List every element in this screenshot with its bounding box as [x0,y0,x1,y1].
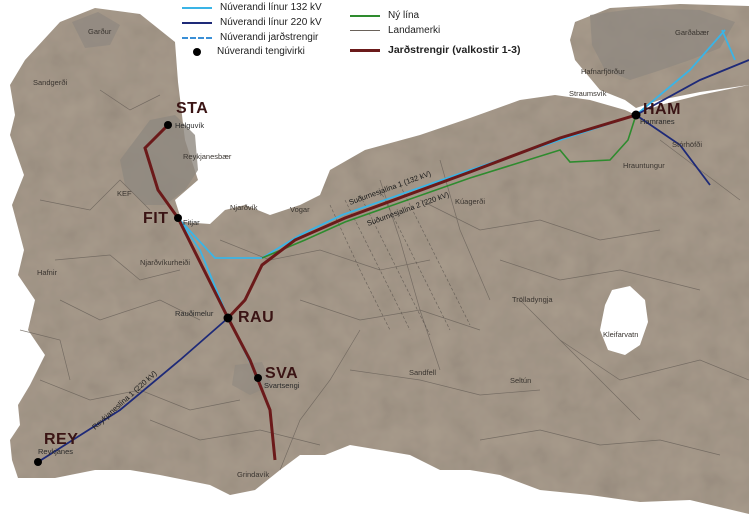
legend-swatch-cable [182,36,212,39]
legend-swatch-220kv [182,21,212,24]
legend-swatch-132kv [182,6,212,9]
station-code-sta: STA [176,100,209,117]
place-hrauntungur: Hrauntungur [623,161,665,170]
legend-item-cable: Núverandi jarðstrengir [182,32,318,43]
place-gardur: Garður [88,27,112,36]
place-njardvikurheidi: Njarðvíkurheiði [140,258,191,267]
cable-options [143,113,637,461]
place-hafnarfjordur: Hafnarfjörður [581,67,625,76]
place-grindavik: Grindavík [237,470,270,479]
cable-grindavik [226,317,277,461]
legend-swatch-newline [350,14,380,17]
land-mass [10,8,749,514]
line-gardabaer-132 [721,29,736,61]
cable-sta-fit-rau [143,123,230,319]
place-gardabaer: Garðabær [675,28,710,37]
legend-item-220kv: Núverandi línur 220 kV [182,17,322,28]
station-name-sta: Helguvík [175,121,205,130]
lines-220kv [37,59,749,463]
substation-ham [631,110,641,120]
legend-item-substation: Núverandi tengivirki [182,46,305,57]
legend-label-substation: Núverandi tengivirki [217,46,305,57]
cable-rau-ham [226,113,637,320]
station-name-ham: Hamranes [640,117,675,126]
built-up-capital [590,8,735,80]
substation-sta [164,121,172,129]
built-up-keflavik [120,115,198,205]
station-name-sva: Svartsengi [264,381,300,390]
station-code-rey: REY [44,431,79,448]
legend-label-cable-options: Jarðstrengir (valkostir 1-3) [388,44,521,56]
line-ham-north-132 [635,29,726,116]
legend-label-220kv: Núverandi línur 220 kV [220,17,322,28]
place-kleifarvatn: Kleifarvatn [603,330,639,339]
place-njardvik: Njarðvík [230,203,258,212]
station-code-ham: HAM [643,101,681,118]
substation-rau [223,313,233,323]
line-ham-east-220 [635,114,711,186]
line-rey-rau-220 [37,317,229,463]
place-seltun: Seltún [510,376,532,385]
place-straumsvik: Straumsvík [569,89,607,98]
line-ham-north-220 [635,59,749,116]
legend-swatch-substation [193,47,201,56]
place-trolladyngja: Trölladyngja [512,295,553,304]
place-hafnir: Hafnir [37,268,58,277]
place-reykjanesbaer: Reykjanesbær [183,152,232,161]
substation-sva [254,374,262,382]
station-name-rau: Rauðimelur [175,309,214,318]
legend-item-cable-options: Jarðstrengir (valkostir 1-3) [350,44,520,56]
legend-item-132kv: Núverandi línur 132 kV [182,2,322,13]
place-kef: KEF [117,189,132,198]
legend-item-newline: Ný lína [350,10,419,21]
substations [34,110,641,466]
substation-fit [174,214,182,222]
legend-label-132kv: Núverandi línur 132 kV [220,2,322,13]
legend: Núverandi línur 132 kV Núverandi línur 2… [160,0,560,80]
station-code-fit: FIT [143,210,169,227]
substation-rey [34,458,42,466]
place-kuagerdi: Kúagerði [455,197,486,206]
station-name-rey: Reykjanes [38,447,74,456]
station-code-sva: SVA [265,365,299,382]
place-sandgerdi: Sandgerði [33,78,68,87]
station-code-rau: RAU [238,309,275,326]
legend-label-landmark: Landamerki [388,25,441,36]
legend-item-landmark: Landamerki [350,25,440,36]
legend-label-newline: Ný lína [388,10,420,21]
legend-label-cable: Núverandi jarðstrengir [220,32,319,43]
lake-kleifarvatn [600,286,648,355]
place-vogar: Vogar [290,205,310,214]
fault-lines [329,184,471,336]
legend-swatch-cable-options [350,48,380,52]
legend-swatch-landmark [350,30,380,31]
station-name-fit: Fitjar [183,218,200,227]
line-new [261,114,637,259]
line-fit-rau-132 [177,217,229,319]
boundaries [19,89,749,471]
place-stormolfi: Stórhöfði [672,140,703,149]
built-up-gardur [72,12,120,48]
place-sandfell: Sandfell [409,368,437,377]
